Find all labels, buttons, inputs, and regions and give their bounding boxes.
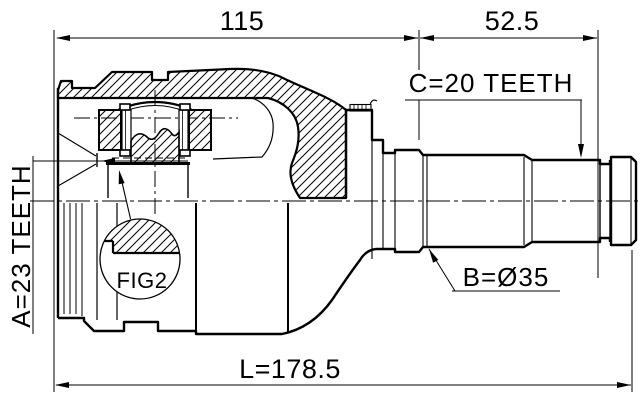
dim-length-value: L=178.5	[239, 354, 341, 384]
dim-52-5-value: 52.5	[485, 6, 540, 36]
label-spline-c: C=20 TEETH	[405, 68, 584, 158]
arrowhead	[429, 249, 439, 263]
spider-trunnion-section	[130, 127, 180, 164]
label-spline-a: A=23 TEETH	[6, 156, 188, 334]
needle-washer	[119, 149, 131, 157]
label-c-text: C=20 TEETH	[409, 68, 574, 98]
shaft-end-cap	[609, 155, 638, 247]
housing-mouth	[56, 88, 98, 318]
fig2-label: FIG2	[117, 268, 168, 293]
arrowhead	[101, 158, 115, 164]
fig2-leader-arrowhead	[118, 170, 125, 185]
housing-exterior-outline	[58, 247, 377, 336]
tripod-assembly	[98, 100, 212, 164]
dim-115-value: 115	[220, 6, 265, 36]
outer-roller-left	[98, 109, 122, 151]
needle-bearing-left	[121, 109, 132, 151]
fig2-leader-line	[120, 177, 132, 220]
arrowhead	[420, 35, 434, 41]
inner-race-bore	[106, 157, 190, 198]
housing-exterior-edges	[63, 203, 289, 333]
arrowhead	[404, 35, 418, 41]
housing-section-wall	[56, 67, 348, 200]
needle-washer	[179, 103, 191, 111]
needle-bearing-right	[178, 109, 189, 151]
dimension-115: 115	[56, 6, 418, 41]
shaft-top-profile	[346, 108, 612, 166]
stub-shaft	[346, 108, 638, 259]
cavity-track-curve	[212, 97, 274, 160]
extension-lines	[53, 30, 633, 392]
needle-washer	[179, 149, 191, 157]
label-a-text: A=23 TEETH	[6, 164, 36, 327]
arrowhead	[55, 382, 69, 388]
needle-washer	[119, 103, 131, 111]
boot-clamp-clip	[349, 99, 378, 112]
outer-roller-right	[188, 109, 212, 151]
dimension-overall-length: L=178.5	[55, 354, 631, 388]
arrowhead	[583, 35, 597, 41]
label-b-text: B=Ø35	[463, 262, 550, 292]
arrowhead	[617, 382, 631, 388]
arrowhead	[56, 35, 70, 41]
shaft-bottom-profile	[376, 236, 612, 254]
dimension-52-5: 52.5	[420, 6, 597, 41]
label-diameter-b: B=Ø35	[428, 248, 560, 292]
arrowhead	[578, 144, 584, 158]
